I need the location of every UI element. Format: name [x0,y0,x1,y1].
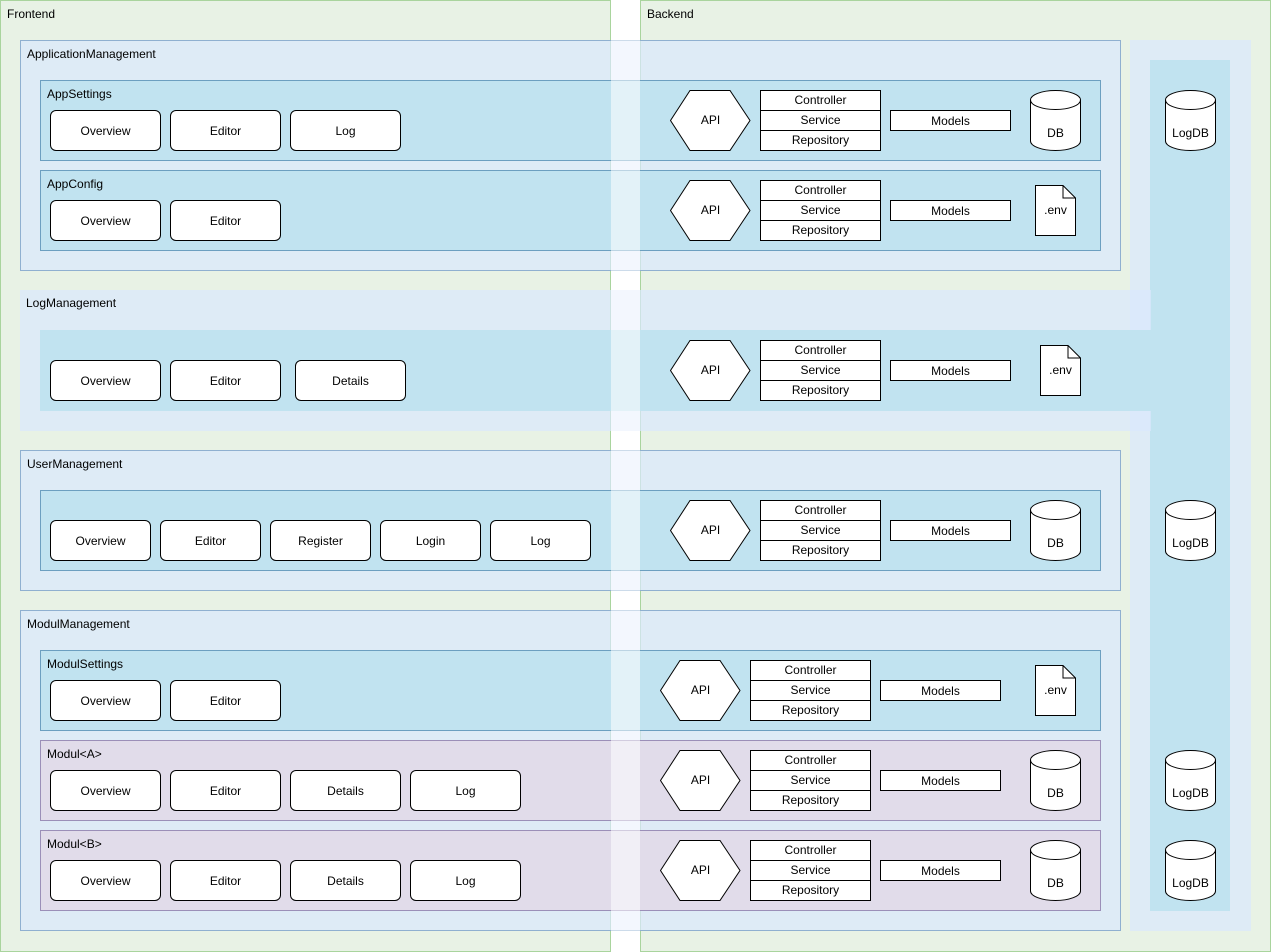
modul-a-overview-button[interactable]: Overview [50,770,161,811]
modul-a-label: Modul<A> [47,747,102,761]
modul-b-api-hexagon: API [659,840,741,901]
service-label: Service [751,861,870,881]
user-api-hexagon: API [669,500,751,561]
modul-a-api-hexagon: API [659,750,741,811]
user-db-cylinder: DB [1030,500,1081,561]
user-overview-button[interactable]: Overview [50,520,151,561]
controller-label: Controller [761,181,880,201]
repository-label: Repository [781,703,840,717]
log-management-label: LogManagement [26,296,117,310]
service-label: Service [751,681,870,701]
application-management-label: ApplicationManagement [27,47,156,61]
log-details-button[interactable]: Details [295,360,406,401]
service-label: Service [751,771,870,791]
service-label: Service [761,201,880,221]
user-log-button[interactable]: Log [490,520,591,561]
repository-label: Repository [791,133,850,147]
controller-label: Controller [751,661,870,681]
controller-label: Controller [761,341,880,361]
user-editor-button[interactable]: Editor [160,520,261,561]
repository-label: Repository [781,793,840,807]
controller-label: Controller [751,751,870,771]
modulsettings-env-file-icon: .env [1035,665,1076,716]
modul-b-editor-button[interactable]: Editor [170,860,281,901]
appsettings-layers: Controller Service Repository [760,90,881,151]
modulsettings-api-hexagon: API [659,660,741,721]
appconfig-layers: Controller Service Repository [760,180,881,241]
modul-a-db-cylinder: DB [1030,750,1081,811]
controller-label: Controller [751,841,870,861]
log-env-file-icon: .env [1040,345,1081,396]
appsettings-models: Models [890,110,1011,131]
modulsettings-models: Models [880,680,1001,701]
modul-b-models: Models [880,860,1001,881]
repository-label: Repository [791,543,850,557]
modul-a-layers: Controller Service Repository [750,750,871,811]
modul-a-log-button[interactable]: Log [410,770,521,811]
appconfig-models: Models [890,200,1011,221]
appconfig-overview-button[interactable]: Overview [50,200,161,241]
appconfig-editor-button[interactable]: Editor [170,200,281,241]
log-models: Models [890,360,1011,381]
logdb-cylinder-app: LogDB [1165,90,1216,151]
modul-b-overview-button[interactable]: Overview [50,860,161,901]
modulsettings-layers: Controller Service Repository [750,660,871,721]
log-editor-button[interactable]: Editor [170,360,281,401]
modulsettings-overview-button[interactable]: Overview [50,680,161,721]
appsettings-db-cylinder: DB [1030,90,1081,151]
appsettings-label: AppSettings [47,87,112,101]
user-register-button[interactable]: Register [270,520,371,561]
appconfig-label: AppConfig [47,177,104,191]
appconfig-env-file-icon: .env [1035,185,1076,236]
backend-lane-label: Backend [647,7,694,21]
log-layers: Controller Service Repository [760,340,881,401]
modul-a-details-button[interactable]: Details [290,770,401,811]
modul-b-layers: Controller Service Repository [750,840,871,901]
service-label: Service [761,111,880,131]
controller-label: Controller [761,501,880,521]
repository-label: Repository [781,883,840,897]
user-login-button[interactable]: Login [380,520,481,561]
appsettings-api-hexagon: API [669,90,751,151]
modul-management-label: ModulManagement [27,617,130,631]
log-api-hexagon: API [669,340,751,401]
appconfig-api-hexagon: API [669,180,751,241]
modul-a-editor-button[interactable]: Editor [170,770,281,811]
service-label: Service [761,521,880,541]
frontend-lane-label: Frontend [7,7,56,21]
appsettings-overview-button[interactable]: Overview [50,110,161,151]
user-layers: Controller Service Repository [760,500,881,561]
controller-label: Controller [761,91,880,111]
logdb-cylinder-modul-b: LogDB [1165,840,1216,901]
logdb-cylinder-user: LogDB [1165,500,1216,561]
modul-b-db-cylinder: DB [1030,840,1081,901]
modul-b-details-button[interactable]: Details [290,860,401,901]
modulsettings-editor-button[interactable]: Editor [170,680,281,721]
lane-gap [611,0,640,952]
user-management-label: UserManagement [27,457,123,471]
modul-b-log-button[interactable]: Log [410,860,521,901]
modul-a-models: Models [880,770,1001,791]
appsettings-editor-button[interactable]: Editor [170,110,281,151]
modulsettings-label: ModulSettings [47,657,124,671]
user-models: Models [890,520,1011,541]
log-overview-button[interactable]: Overview [50,360,161,401]
appsettings-log-button[interactable]: Log [290,110,401,151]
modul-b-label: Modul<B> [47,837,102,851]
repository-label: Repository [791,223,850,237]
repository-label: Repository [791,383,850,397]
logdb-cylinder-modul-a: LogDB [1165,750,1216,811]
service-label: Service [761,361,880,381]
